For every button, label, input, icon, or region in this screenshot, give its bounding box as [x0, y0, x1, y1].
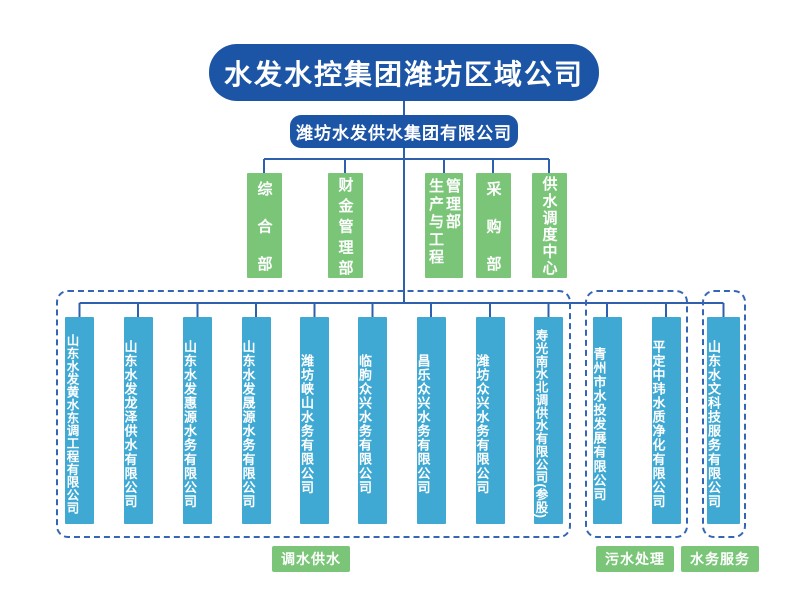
department-label: 生产与工程管理部	[427, 177, 461, 267]
company-box: 昌乐众兴水务有限公司	[415, 317, 446, 524]
department-label: 财金管理部	[336, 176, 354, 281]
company-box: 山东水发龙泽供水有限公司	[122, 317, 153, 524]
department-box: 财金管理部	[327, 173, 363, 281]
group-label: 调水供水	[272, 546, 350, 572]
company-box: 平定中玮水质净化有限公司	[650, 317, 681, 524]
company-box: 寿光南水北调供水有限公司(参股)	[534, 317, 563, 524]
company-box: 山东水文科技服务有限公司	[706, 317, 740, 524]
company-label: 平定中玮水质净化有限公司	[650, 339, 666, 509]
company-label: 山东水文科技服务有限公司	[706, 339, 721, 509]
company-label: 临朐众兴水务有限公司	[357, 353, 372, 495]
company-label: 山东水发黄水东调工程有限公司	[64, 333, 79, 515]
company-box: 山东水发晟源水务有限公司	[240, 317, 271, 524]
department-box: 生产与工程管理部	[425, 173, 463, 278]
department-box: 供水调度中心	[531, 173, 567, 278]
company-box: 山东水发惠源水务有限公司	[182, 317, 212, 524]
root-company-box: 水发水控集团潍坊区域公司	[209, 44, 599, 101]
department-box: 综合部	[246, 173, 282, 293]
department-label: 综合部	[255, 180, 273, 294]
company-label: 青州市水投发展有限公司	[591, 346, 607, 502]
headquarters-title: 潍坊水发供水集团有限公司	[296, 124, 512, 143]
group-label: 水务服务	[681, 546, 759, 572]
company-label: 山东水发晟源水务有限公司	[240, 339, 256, 509]
company-box: 临朐众兴水务有限公司	[357, 317, 387, 524]
company-label: 潍坊峡山水务有限公司	[299, 353, 314, 495]
company-label: 山东水发龙泽供水有限公司	[122, 339, 138, 509]
group-outline	[702, 290, 746, 538]
company-box: 潍坊峡山水务有限公司	[299, 317, 329, 524]
department-label: 采购部	[484, 180, 502, 294]
root-company-title: 水发水控集团潍坊区域公司	[223, 59, 584, 91]
company-box: 山东水发黄水东调工程有限公司	[65, 317, 94, 524]
department-box: 采购部	[475, 173, 511, 293]
department-label: 供水调度中心	[540, 175, 558, 277]
headquarters-box: 潍坊水发供水集团有限公司	[290, 115, 518, 148]
group-outline	[56, 290, 571, 538]
company-box: 青州市水投发展有限公司	[591, 317, 622, 524]
company-label: 潍坊众兴水务有限公司	[474, 353, 490, 495]
group-outline	[585, 290, 688, 538]
company-label: 昌乐众兴水务有限公司	[415, 353, 431, 495]
company-label: 寿光南水北调供水有限公司(参股)	[533, 329, 548, 519]
group-label: 污水处理	[596, 546, 674, 572]
company-box: 潍坊众兴水务有限公司	[474, 317, 505, 524]
company-label: 山东水发惠源水务有限公司	[182, 339, 197, 509]
